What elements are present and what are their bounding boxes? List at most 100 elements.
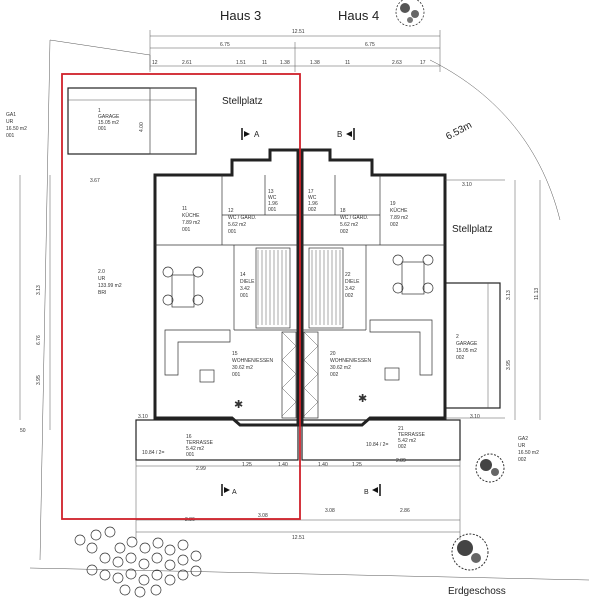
garage-2-line-3: 15.05 m2	[456, 348, 477, 354]
dim-left-1: 3.67	[90, 178, 100, 184]
section-a-bottom-label: A	[232, 489, 237, 496]
right-dimension-chain: 3.10 3.13 11.13 3.95	[462, 180, 541, 420]
tree-symbol-top	[395, 0, 425, 27]
dim-top-seg-4: 11	[262, 60, 267, 66]
terrace-left: 10.84 / 2= 16 TERRASSE 5.42 m2 001	[135, 419, 299, 461]
dim-terrace-right-width: 3.10	[470, 414, 480, 420]
wc-1-line-1: 12	[228, 208, 234, 214]
floor-title: Erdgeschoss	[448, 586, 506, 597]
ga1-line-4: 001	[6, 133, 15, 139]
room-diele-2: 22 DIELE 3.42 002	[345, 272, 360, 299]
bottom-dimension-chain: 2.99 1.25 1.40 1.40 1.25 2.89 2.86 3.08 …	[135, 458, 461, 541]
kitchen-1-line-3: 7.89 m2	[182, 220, 200, 226]
dining-table-right	[392, 254, 434, 295]
ga2-line-3: 16.50 m2	[518, 450, 539, 456]
wohnen-1-line-4: 001	[232, 372, 241, 378]
dim-right-1: 3.10	[462, 182, 472, 188]
dim-top-seg-2: 2.61	[182, 60, 192, 66]
dim-top-seg-6: 1.38	[310, 60, 320, 66]
wc-1-line-3: 5.62 m2	[228, 222, 246, 228]
house-4-label: Haus 4	[338, 8, 379, 23]
dim-bottom-total: 12.51	[292, 535, 305, 541]
diele-1-line-1: 14	[240, 272, 246, 278]
diele-1-line-3: 3.42	[240, 286, 250, 292]
dim-right-3: 11.13	[534, 288, 540, 300]
house-3-label: Haus 3	[220, 8, 261, 23]
garage-2: 2 GARAGE 15.05 m2 002	[444, 282, 501, 409]
dim-right-4: 3.95	[506, 360, 512, 370]
dim-garage-depth: 4.00	[139, 122, 145, 132]
terrasse-1-line-2: TERRASSE	[186, 440, 214, 446]
ur-line-1: 2.0	[98, 269, 105, 275]
sofa-right	[369, 319, 433, 381]
kitchen-1-line-2: KÜCHE	[182, 212, 200, 219]
garage-2-line-1: 2	[456, 334, 459, 340]
ga2-line-2: UR	[518, 443, 526, 449]
wohnen-1-line-2: WOHNEN/ESSEN	[232, 358, 274, 364]
wc-small-1-line-3: 1.96	[268, 201, 278, 207]
section-marker-b-bottom: B	[364, 484, 381, 496]
wc-small-2-line-1: 17	[308, 189, 314, 195]
wc-2-line-2: WC / GARD.	[340, 215, 368, 221]
site-boundary-bottom	[29, 567, 589, 581]
room-wc-1: 12 WC / GARD. 5.62 m2 001	[228, 208, 256, 235]
sofa-left	[164, 329, 231, 383]
room-kitchen-2: 19 KÜCHE 7.89 m2 002	[390, 201, 408, 228]
garage-1-line-2: GARAGE	[98, 114, 120, 120]
diele-1-line-4: 001	[240, 293, 249, 299]
dining-table-left	[162, 266, 204, 308]
dim-left-4: 3.95	[36, 375, 42, 385]
ga2-line-4: 002	[518, 457, 527, 463]
kitchen-2-line-3: 7.89 m2	[390, 215, 408, 221]
wohnen-2-line-3: 30.62 m2	[330, 365, 351, 371]
garage-1-line-3: 15.05 m2	[98, 120, 119, 126]
dim-left-3: 6.76	[36, 335, 42, 345]
ga1-label: GA1 UR 16.50 m2 001	[6, 112, 27, 139]
dim-bottom-row2-1: 2.86	[185, 517, 195, 523]
dim-left-5: 50	[20, 428, 26, 434]
dim-top-seg-1: 12	[152, 60, 158, 66]
room-ur-area: 2.0 UR 133.99 m2 BRI	[98, 269, 122, 296]
dim-left-2: 3.13	[36, 285, 42, 295]
plot-dimension-label: 6.53m	[444, 120, 474, 143]
wc-1-line-2: WC / GARD.	[228, 215, 256, 221]
plant-icon-left: ✱	[234, 399, 243, 411]
dim-bottom-3: 1.40	[278, 462, 288, 468]
dim-top-seg-8: 2.63	[392, 60, 402, 66]
ga1-line-2: UR	[6, 119, 14, 125]
dim-top-left-half: 6.75	[220, 42, 230, 48]
ga1-line-3: 16.50 m2	[6, 126, 27, 132]
building-walls	[153, 148, 447, 427]
terrasse-1-line-4: 001	[186, 452, 195, 458]
dim-bottom-5: 1.25	[352, 462, 362, 468]
room-wc-small-2: 17 WC 1.96 002	[308, 189, 318, 213]
dim-top-right-half: 6.75	[365, 42, 375, 48]
terrasse-2-line-1: 21	[398, 426, 404, 432]
wohnen-1-line-1: 15	[232, 351, 238, 357]
wc-1-line-4: 001	[228, 229, 237, 235]
dim-top-seg-7: 11	[345, 60, 350, 66]
parking-right-label: Stellplatz	[452, 224, 493, 235]
plant-icon-right: ✱	[358, 393, 367, 405]
dim-bottom-row2-2: 3.08	[258, 513, 268, 519]
shaft-right	[303, 331, 319, 419]
terrasse-1-line-3: 5.42 m2	[186, 446, 204, 452]
ur-line-2: UR	[98, 276, 106, 282]
garage-2-line-4: 002	[456, 355, 465, 361]
dim-top-total: 12.51	[292, 29, 305, 35]
dim-top-seg-3: 1.51	[236, 60, 246, 66]
diele-1-line-2: DIELE	[240, 279, 255, 285]
wc-small-1-line-2: WC	[268, 195, 277, 201]
wohnen-2-line-2: WOHNEN/ESSEN	[330, 358, 372, 364]
kitchen-2-line-1: 19	[390, 201, 396, 207]
stairs-right	[308, 247, 344, 329]
dim-bottom-1: 2.99	[196, 466, 206, 472]
dim-top-seg-9: 17	[420, 60, 426, 66]
section-b-bottom-label: B	[364, 489, 369, 496]
dim-bottom-row2-4: 2.86	[400, 508, 410, 514]
kitchen-2-line-4: 002	[390, 222, 399, 228]
garage-1: 1 GARAGE 15.05 m2 001 4.00	[67, 87, 197, 155]
bush-bottom-right-2	[451, 533, 489, 571]
room-wohnen-1: 15 WOHNEN/ESSEN 30.62 m2 001	[232, 351, 274, 378]
